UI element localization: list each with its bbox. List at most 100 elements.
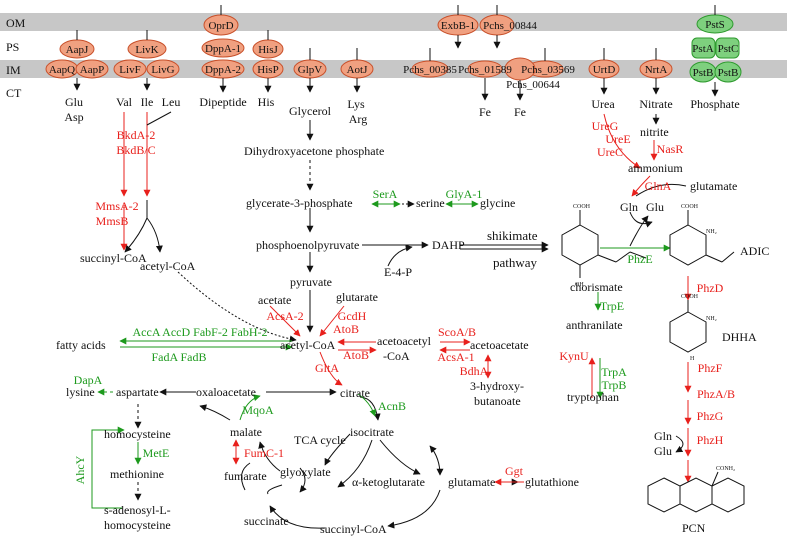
metabolite-aspartate: aspartate [116,385,159,399]
metabolite-glu-2: Glu [654,444,672,458]
label-pchs00844: Pchs_00844 [483,20,537,32]
enzyme-phze: PhzE [627,252,652,266]
label-nrta: NrtA [645,64,668,76]
metabolite-citrate: citrate [340,386,370,400]
metabolite-pyruvate: pyruvate [290,275,332,289]
enzyme-glna: GlnA [645,179,672,193]
metabolite-glutamate-bottom: glutamate [448,475,495,489]
substrate-his: His [258,95,275,109]
label-aapq: AapQ [49,64,75,76]
metabolite-e4p: E-4-P [384,265,412,279]
substrate-dipeptide: Dipeptide [199,95,246,109]
metabolite-glu-right: Glu [646,200,664,214]
label-psta: PstA [692,43,713,55]
enzyme-mmsa2: MmsA-2 [95,199,138,213]
enzyme-phzd: PhzD [697,281,724,295]
label-psts: PstS [705,19,725,31]
transporter-pchs01589 [467,60,503,78]
label-pchs00644: Pchs_00644 [506,79,560,91]
substrate-phosphate: Phosphate [690,97,739,111]
substrate-val: Val [116,95,133,109]
transporter-dppa1 [201,38,245,58]
chem-label-oh: OH [575,282,584,288]
enzyme-bkda2: BkdA-2 [117,128,156,142]
label-glpv: GlpV [298,64,323,76]
enzyme-phzab: PhzA/B [697,387,735,401]
label-aapp: AapP [80,64,104,76]
label-livk: LivK [135,44,158,56]
metabolite-acetoacetate: acetoacetate [470,338,529,352]
metabolite-tca-cycle: TCA cycle [294,433,346,447]
metabolite-glycine: glycine [480,196,515,210]
adic-structure [669,210,735,266]
substrate-leu: Leu [162,95,181,109]
metabolite-fatty-acids: fatty acids [56,338,106,352]
enzyme-glta: GltA [315,361,339,375]
substrate-fe-1: Fe [479,105,491,119]
outer-membrane-band [0,13,787,31]
label-livg: LivG [151,64,174,76]
metabolite-dhha: DHHA [722,330,757,344]
substrate-fe-2: Fe [514,105,526,119]
substrate-urea: Urea [591,97,615,111]
chem-label-cooh-3: COOH [681,294,699,300]
metabolite-chorismate: chorismate [570,280,623,294]
layer-label-ps: PS [6,40,19,54]
label-livf: LivF [119,64,140,76]
metabolite-isocitrate: isocitrate [350,425,394,439]
metabolite-succinyl-coa: succinyl-CoA [320,522,387,536]
metabolite-serine: serine [416,196,445,210]
enzyme-atob-1: AtoB [333,322,359,336]
layer-label-om: OM [6,16,26,30]
transporter-pstb-2 [714,61,742,83]
enzyme-bdha: BdhA [460,364,489,378]
metabolite-dhap: Dihydroxyacetone phosphate [244,144,384,158]
label-hisj: HisJ [258,44,278,56]
enzyme-bkdbc: BkdB/C [116,143,155,157]
enzyme-fatty-acid-synthesis: AccA AccD FabF-2 FabH-2 [133,325,268,339]
metabolite-pep: phosphoenolpyruvate [256,238,359,252]
metabolite-pcn: PCN [682,521,706,535]
metabolite-ammonium: ammonium [628,161,683,175]
enzyme-sera: SerA [373,187,398,201]
metabolite-oxaloacetate: oxaloacetate [196,385,256,399]
metabolite-sam-1: s-adenosyl-L- [104,503,171,517]
metabolite-glutamate-top: glutamate [690,179,737,193]
enzyme-acsa1: AcsA-1 [437,350,474,364]
enzyme-ahcy: AhcY [73,455,87,484]
enzyme-mqoa: MqoA [242,403,274,417]
substrate-asp: Asp [64,110,83,124]
chem-label-cooh-1: COOH [573,204,591,210]
transporter-livg [146,59,180,79]
metabolite-gln-2: Gln [654,429,672,443]
label-pstb-2: PstB [718,67,739,79]
label-pstc: PstC [718,43,739,55]
enzyme-uree: UreE [605,132,630,146]
substrate-glu: Glu [65,95,83,109]
metabolite-malate: malate [230,425,262,439]
metabolite-acetate: acetate [258,293,291,307]
metabolite-glutathione: glutathione [525,475,579,489]
label-pchs01589: Pchs_01589 [458,64,512,76]
chorismate-structure [561,210,647,278]
label-exbb1: ExbB-1 [441,20,475,32]
substrate-nitrate: Nitrate [639,97,672,111]
metabolite-sam-2: homocysteine [104,518,171,532]
transporter-pstc [715,37,740,59]
metabolite-gln: Gln [620,200,638,214]
label-aotj: AotJ [347,64,369,76]
metabolite-butanoate: butanoate [474,394,521,408]
substrate-glycerol: Glycerol [289,104,332,118]
metabolite-g3p: glycerate-3-phosphate [246,196,353,210]
label-pstb-1: PstB [693,67,714,79]
enzyme-kynu: KynU [559,349,589,363]
enzyme-phzg: PhzG [697,409,724,423]
metabolite-methionine: methionine [110,467,164,481]
metabolite-dahp: DAHP [432,238,465,252]
metabolite-tryptophan: tryptophan [567,390,619,404]
chem-label-h: H [690,356,695,362]
transporter-aapp [75,59,109,79]
metabolite-anthranilate: anthranilate [566,318,623,332]
enzyme-glya1: GlyA-1 [446,187,483,201]
